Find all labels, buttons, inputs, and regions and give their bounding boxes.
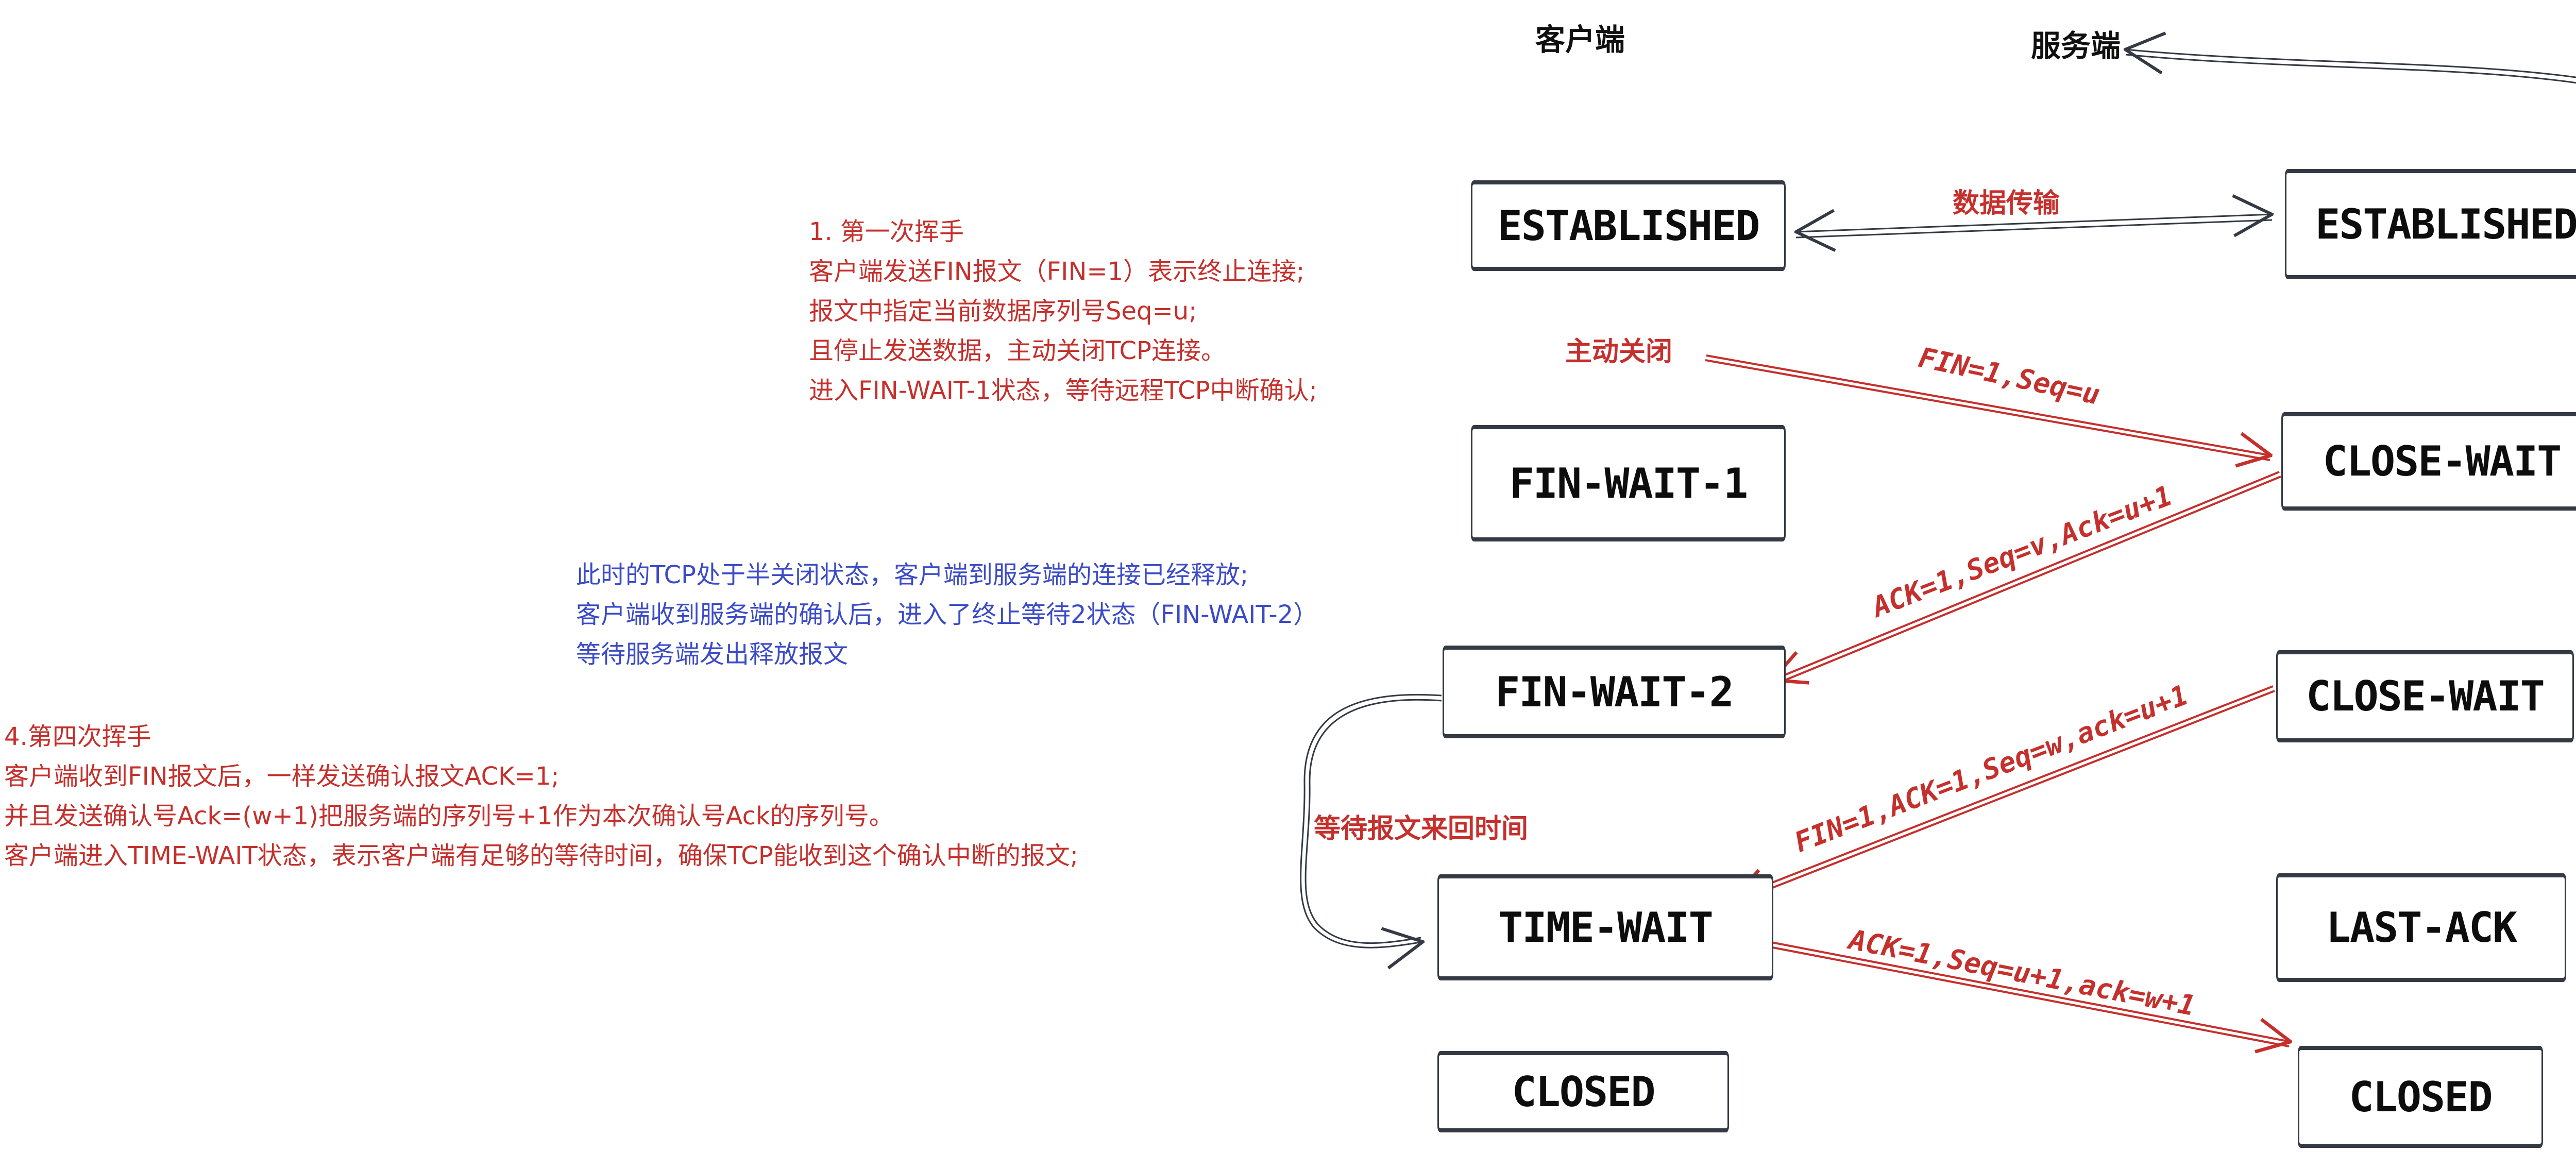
fin-seq-u-label: FIN=1,Seq=u bbox=[1916, 341, 2103, 411]
annotation-step1: 1. 第一次挥手 客户端发送FIN报文（FIN=1）表示终止连接; 报文中指定当… bbox=[809, 212, 1317, 411]
wait-rtt-label: 等待报文来回时间 bbox=[1314, 814, 1529, 844]
node-fin-wait-2: FIN-WAIT-2 bbox=[1443, 646, 1786, 738]
node-close-wait-1: CLOSE-WAIT bbox=[2281, 412, 2576, 511]
node-last-ack: LAST-ACK bbox=[2276, 873, 2566, 982]
ack-seq-v-label: ACK=1,Seq=v,Ack=u+1 bbox=[1868, 479, 2177, 624]
arrow-third-wave bbox=[1734, 685, 2275, 903]
annotation-line: 客户端收到FIN报文后，一样发送确认报文ACK=1; bbox=[4, 762, 560, 791]
fin-ack-seq-w-label: FIN=1,ACK=1,Seq=w,ack=u+1 bbox=[1790, 678, 2193, 859]
annotation-line: 客户端进入TIME-WAIT状态，表示客户端有足够的等待时间，确保TCP能收到这… bbox=[4, 841, 1078, 870]
data-transfer-label: 数据传输 bbox=[1953, 188, 2060, 219]
annotation-line: 1. 第一次挥手 bbox=[809, 217, 964, 246]
ack-seq-u1-label: ACK=1,Seq=u+1,ack=w+1 bbox=[1846, 923, 2198, 1023]
annotation-line: 4.第四次挥手 bbox=[4, 722, 151, 751]
annotation-line: 此时的TCP处于半关闭状态，客户端到服务端的连接已经释放; bbox=[576, 561, 1249, 589]
annotation-line: 并且发送确认号Ack=(w+1)把服务端的序列号+1作为本次确认号Ack的序列号… bbox=[4, 802, 894, 831]
annotation-line: 进入FIN-WAIT-1状态，等待远程TCP中断确认; bbox=[809, 376, 1317, 405]
annotation-line: 报文中指定当前数据序列号Seq=u; bbox=[809, 297, 1197, 326]
node-close-wait-2: CLOSE-WAIT bbox=[2276, 650, 2574, 742]
node-established-right: ESTABLISHED bbox=[2285, 169, 2576, 279]
node-time-wait: TIME-WAIT bbox=[1437, 874, 1773, 980]
node-closed-left: CLOSED bbox=[1437, 1051, 1729, 1132]
annotation-line: 客户端收到服务端的确认后，进入了终止等待2状态（FIN-WAIT-2） bbox=[576, 600, 1318, 629]
annotation-line: 且停止发送数据，主动关闭TCP连接。 bbox=[809, 336, 1226, 365]
node-established-left: ESTABLISHED bbox=[1471, 180, 1786, 271]
annotation-half-close: 此时的TCP处于半关闭状态，客户端到服务端的连接已经释放; 客户端收到服务端的确… bbox=[576, 555, 1318, 674]
client-title: 客户端 bbox=[1535, 22, 1625, 57]
arrow-second-wave bbox=[1772, 471, 2281, 686]
annotation-line: 等待服务端发出释放报文 bbox=[576, 640, 849, 669]
node-closed-right: CLOSED bbox=[2298, 1046, 2543, 1148]
node-fin-wait-1: FIN-WAIT-1 bbox=[1471, 425, 1786, 541]
annotation-line: 客户端发送FIN报文（FIN=1）表示终止连接; bbox=[809, 257, 1305, 286]
annotation-step4: 4.第四次挥手 客户端收到FIN报文后，一样发送确认报文ACK=1; 并且发送确… bbox=[4, 717, 1078, 876]
arrow-fourth-wave bbox=[1729, 934, 2291, 1046]
active-close-label: 主动关闭 bbox=[1565, 336, 1673, 367]
server-title: 服务端 bbox=[2031, 28, 2121, 63]
